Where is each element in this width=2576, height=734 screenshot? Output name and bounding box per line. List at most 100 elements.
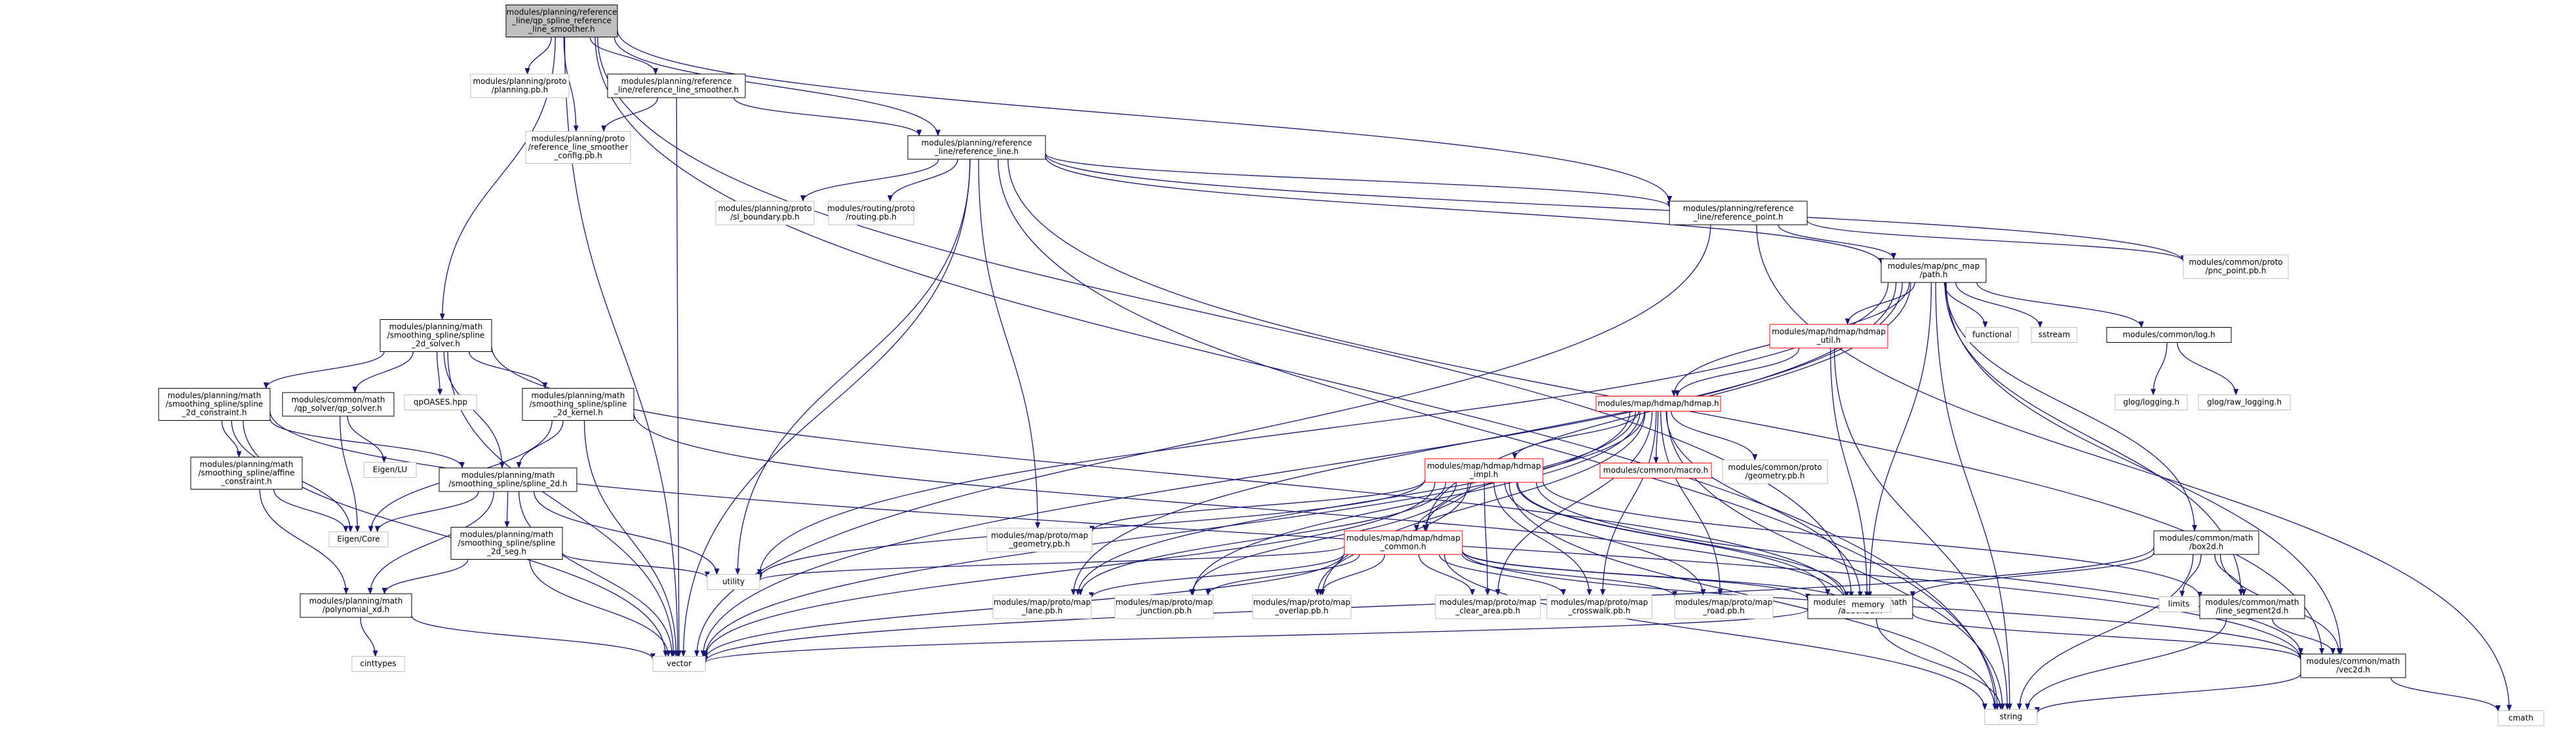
node-label-line: glog/raw_logging.h [2207, 398, 2282, 407]
edge-aabox2d-to-vec2d [1912, 613, 2303, 661]
node-box [1435, 594, 1541, 619]
node-label-line: _lane.pb.h [1021, 606, 1063, 615]
node-map_lane_pb: modules/map/proto/map_lane.pb.h [992, 594, 1092, 619]
node-spline_2d_kernel[interactable]: modules/planning/math/smoothing_spline/s… [522, 388, 634, 421]
node-vec2d[interactable]: modules/common/math/vec2d.h [2300, 653, 2406, 678]
edge-box2d-to-line_segment2d [2214, 554, 2247, 596]
node-eigen_core: Eigen/Core [328, 531, 389, 547]
node-hdmap_common[interactable]: modules/map/hdmap/hdmap_common.h [1344, 530, 1463, 555]
node-box [715, 201, 815, 225]
edge-box2d-to-aabox2d [1910, 552, 2155, 598]
node-hdmap_util[interactable]: modules/map/hdmap/hdmap_util.h [1769, 324, 1888, 349]
node-label-line: _line/reference_point.h [1692, 212, 1783, 222]
node-label-line: modules/map/proto/map [1253, 598, 1350, 607]
node-label-line: modules/planning/math [460, 530, 554, 539]
node-reference_point[interactable]: modules/planning/reference_line/referenc… [1669, 201, 1808, 225]
edge-path-to-log [1976, 282, 2144, 328]
edge-vec2d-to-cmath [2390, 677, 2501, 712]
node-label-line: /planning.pb.h [492, 85, 549, 94]
edge-spline_2d_kernel-to-vector [583, 420, 679, 657]
node-label-line: string [2000, 712, 2022, 722]
edge-line_segment2d-to-string [2025, 618, 2227, 710]
node-box [2153, 530, 2259, 555]
node-label-line: modules/planning/proto [473, 77, 566, 86]
node-qp_solver[interactable]: modules/common/math/qp_solver/qp_solver.… [282, 392, 395, 417]
node-ref_line_smoother[interactable]: modules/planning/reference_line/referenc… [607, 73, 746, 98]
node-path[interactable]: modules/map/pnc_map/path.h [1881, 258, 1987, 283]
node-cinttypes: cinttypes [351, 656, 405, 672]
edge-path-to-sstream [1955, 282, 2043, 328]
edge-spline_2d-to-polynomial_xd [367, 491, 494, 594]
node-box [2158, 596, 2199, 612]
node-label-line: modules/map/proto/map [991, 531, 1088, 540]
edge-path-to-vector [700, 282, 1897, 657]
node-box [1595, 396, 1721, 412]
node-log[interactable]: modules/common/log.h [2106, 327, 2232, 343]
node-box [652, 656, 706, 672]
edge-hdmap_common-to-map_crosswalk_pb [1439, 554, 1567, 596]
node-label-line: /pnc_point.pb.h [2206, 266, 2267, 275]
node-spline_2d_constraint[interactable]: modules/planning/math/smoothing_spline/s… [158, 388, 271, 421]
node-limits: limits [2158, 596, 2199, 612]
node-box [907, 135, 1046, 160]
node-label-line: modules/planning/math [461, 471, 555, 480]
edge-hdmap_common-to-map_lane_pb [1089, 552, 1345, 599]
node-label-line: /smoothing_spline/spline [458, 539, 556, 548]
node-label-line: modules/map/proto/map [1675, 598, 1772, 607]
node-box2d[interactable]: modules/common/math/box2d.h [2153, 530, 2259, 555]
edge-hdmap-to-string [1666, 411, 2006, 710]
edge-reference_line-to-vector [680, 159, 971, 657]
edge-reference_point-to-cmath [1756, 224, 2512, 712]
node-line_segment2d[interactable]: modules/common/math/line_segment2d.h [2199, 594, 2305, 619]
node-spline_2d_solver[interactable]: modules/planning/math/smoothing_spline/s… [380, 319, 492, 352]
edge-hdmap_util-to-hdmap [1675, 347, 1800, 397]
node-affine_constraint[interactable]: modules/planning/math/smoothing_spline/a… [190, 457, 303, 490]
node-label-line: _overlap.pb.h [1274, 606, 1329, 615]
node-label-line: modules/map/hdmap/hdmap [1772, 327, 1886, 336]
node-label-line: glog/logging.h [2123, 398, 2179, 407]
node-box [404, 395, 477, 410]
edge-reference_line-to-map_geometry_pb [978, 159, 1041, 529]
edge-reference_line-to-path [1045, 156, 1884, 265]
node-polynomial_xd[interactable]: modules/planning/math/polynomial_xd.h [300, 593, 412, 618]
node-root[interactable]: modules/planning/reference_line/qp_splin… [505, 5, 618, 37]
edge-hdmap-to-map_crosswalk_pb [1600, 411, 1657, 596]
edge-spline_2d_seg-to-utility [562, 552, 710, 579]
node-box [986, 528, 1093, 552]
node-box [328, 531, 389, 547]
edge-reference_line-to-utility [735, 159, 971, 575]
node-label-line: _crosswalk.pb.h [1567, 606, 1630, 615]
node-reference_line[interactable]: modules/planning/reference_line/referenc… [907, 135, 1046, 160]
edge-hdmap_impl-to-memory [1517, 482, 1850, 598]
edge-spline_2d-to-utility [534, 491, 720, 575]
node-box [992, 594, 1092, 619]
node-glog_logging: glog/logging.h [2115, 395, 2188, 410]
edge-reference_point-to-path [1778, 224, 1896, 260]
node-hdmap_impl[interactable]: modules/map/hdmap/hdmap_impl.h [1424, 458, 1544, 483]
node-label-line: modules/common/log.h [2122, 330, 2215, 339]
node-spline_2d[interactable]: modules/planning/math/smoothing_spline/s… [439, 467, 577, 492]
node-label-line: _line/qp_spline_reference [511, 16, 612, 26]
node-spline_2d_seg[interactable]: modules/planning/math/smoothing_spline/s… [450, 527, 563, 560]
node-routing_pb: modules/routing/proto/routing.pb.h [827, 201, 915, 225]
node-label-line: /smoothing_spline/spline [166, 400, 263, 409]
node-label-line: modules/map/proto/map [994, 598, 1091, 607]
node-box [300, 593, 412, 618]
edge-hdmap_impl-to-map_clear_area_pb [1483, 482, 1491, 596]
node-label-line: modules/planning/reference [922, 138, 1032, 147]
node-planning_pb: modules/planning/proto/planning.pb.h [470, 73, 570, 98]
node-label-line: modules/planning/math [200, 460, 294, 469]
edge-hdmap-to-vector [703, 411, 1631, 658]
node-box [1722, 459, 1828, 484]
edge-path-to-utility [757, 282, 1889, 576]
edge-path-to-hdmap_util [1844, 282, 1915, 325]
node-hdmap[interactable]: modules/map/hdmap/hdmap.h [1595, 396, 1721, 412]
node-label-line: cinttypes [360, 659, 396, 668]
node-macro[interactable]: modules/common/macro.h [1599, 463, 1712, 478]
node-box [2199, 594, 2305, 619]
node-box [1844, 597, 1892, 613]
node-label-line: cmath [2508, 714, 2533, 723]
node-label-line: _geometry.pb.h [1009, 539, 1070, 549]
edge-hdmap-to-geometry_pb [1671, 411, 1758, 461]
